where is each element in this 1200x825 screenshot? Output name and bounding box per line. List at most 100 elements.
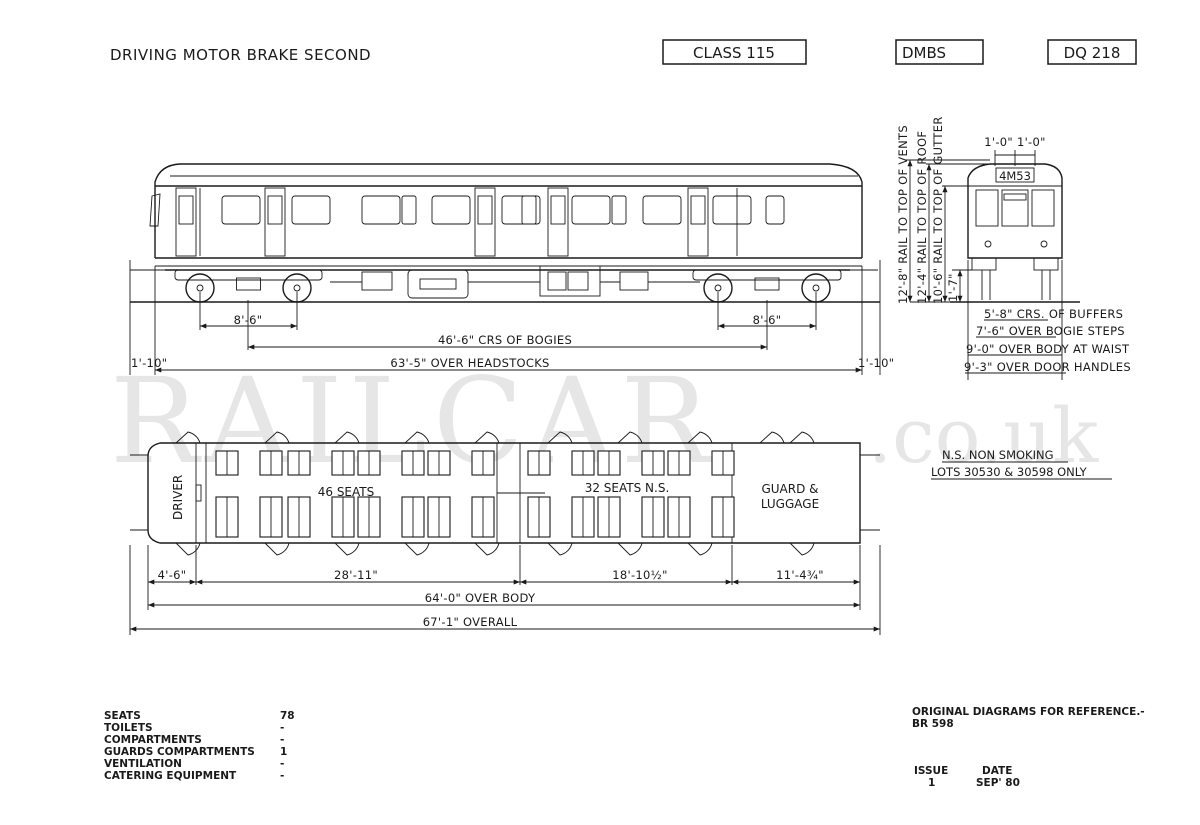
- side-window: [501, 195, 541, 225]
- type-code: DMBS: [902, 44, 946, 62]
- dim-guard: 11'-4¾": [776, 568, 824, 582]
- spec-label: SEATS: [104, 710, 141, 722]
- spec-label: COMPARTMENTS: [104, 734, 202, 746]
- door-swing: [474, 542, 500, 556]
- door-swing: [404, 431, 430, 444]
- side-door: [175, 187, 197, 257]
- door-swing: [334, 431, 360, 444]
- plan-outline: [147, 442, 861, 544]
- type-box: [895, 39, 984, 65]
- spec-value: -: [280, 758, 284, 770]
- door-swing: [687, 542, 713, 556]
- label-seats-main: 46 SEATS: [318, 485, 375, 499]
- side-door: [687, 187, 709, 257]
- dim-bogie-steps: 7'-6" OVER BOGIE STEPS: [976, 324, 1125, 338]
- side-window: [221, 195, 261, 225]
- class-label: CLASS 115: [693, 44, 775, 62]
- body-outline: [154, 163, 863, 258]
- door-swing: [474, 431, 500, 444]
- dim-height-vents: 12'-8" RAIL TO TOP OF VENTS: [896, 125, 910, 304]
- door-swings: [175, 431, 815, 556]
- dim-bogie-centres: 46'-6" CRS OF BOGIES: [438, 333, 572, 347]
- spec-value: 78: [280, 710, 295, 722]
- dim-height-gutter: 10'-6" RAIL TO TOP OF GUTTER: [931, 116, 945, 304]
- door-swing: [404, 542, 430, 556]
- spec-label: VENTILATION: [104, 758, 182, 770]
- spec-value: 1: [280, 746, 287, 758]
- dim-cab: 4'-6": [158, 568, 187, 582]
- side-window: [361, 195, 401, 225]
- door-swing: [264, 542, 290, 556]
- dim-height-roof: 12'-4" RAIL TO TOP OF ROOF: [915, 131, 929, 304]
- page-title: DRIVING MOTOR BRAKE SECOND: [110, 46, 371, 64]
- reference-line-1: ORIGINAL DIAGRAMS FOR REFERENCE.-: [912, 706, 1145, 718]
- door-swing: [617, 431, 643, 444]
- dim-body-waist: 9'-0" OVER BODY AT WAIST: [966, 342, 1130, 356]
- diagram-ref-box: [1047, 39, 1137, 65]
- cab-front-window: [149, 193, 161, 227]
- door-swing: [547, 542, 573, 556]
- date-value: SEP' 80: [976, 777, 1020, 789]
- dim-saloon-1: 28'-11": [334, 568, 378, 582]
- dim-door-handles: 9'-3" OVER DOOR HANDLES: [964, 360, 1131, 374]
- door-swing: [617, 542, 643, 556]
- side-door: [264, 187, 286, 257]
- seat-layout: [215, 450, 735, 538]
- bogies: [174, 269, 842, 303]
- door-swing: [789, 542, 815, 556]
- side-window: [571, 195, 611, 225]
- dim-over-body: 64'-0" OVER BODY: [425, 591, 536, 605]
- door-swing: [789, 431, 815, 444]
- spec-label: TOILETS: [104, 722, 153, 734]
- plan-view: DRIVER 46 SEATS 32 SEATS N.S. GUARD & LU…: [129, 431, 881, 635]
- dim-buffer-left: 1'-10": [131, 356, 167, 370]
- side-window: [712, 195, 752, 225]
- class-box: [662, 39, 807, 65]
- headcode: 4M53: [999, 169, 1031, 183]
- end-outline: [967, 163, 1063, 259]
- spec-label: CATERING EQUIPMENT: [104, 770, 237, 782]
- watermark-suffix: .co.uk: [868, 391, 1099, 480]
- label-luggage: LUGGAGE: [761, 497, 819, 511]
- label-guard: GUARD &: [761, 482, 818, 496]
- spec-value: -: [280, 770, 284, 782]
- reference-block: ORIGINAL DIAGRAMS FOR REFERENCE.- BR 598…: [912, 706, 1145, 789]
- dim-overall: 67'-1" OVERALL: [423, 615, 518, 629]
- reference-line-2: BR 598: [912, 718, 954, 730]
- dim-buffer-right: 1'-10": [858, 356, 894, 370]
- issue-label: ISSUE: [914, 765, 948, 777]
- dim-saloon-2: 18'-10½": [612, 568, 667, 582]
- label-seats-ns: 32 SEATS N.S.: [585, 481, 670, 495]
- door-swing: [759, 431, 785, 444]
- notes-block: N.S. NON SMOKING LOTS 30530 & 30598 ONLY: [931, 448, 1112, 480]
- door-swing: [334, 542, 360, 556]
- door-swing: [175, 542, 201, 556]
- title-block: DRIVING MOTOR BRAKE SECOND CLASS 115 DMB…: [110, 39, 1137, 65]
- door-swing: [264, 431, 290, 444]
- door-swing: [687, 431, 713, 444]
- door-swing: [175, 431, 201, 444]
- dim-buffers: 5'-8" CRS. OF BUFFERS: [984, 307, 1123, 321]
- bogie-frame: [692, 269, 842, 281]
- spec-label: GUARDS COMPARTMENTS: [104, 746, 255, 758]
- side-elevation: 8'-6" 8'-6" 46'-6" CRS OF BOGIES 63'-5" …: [129, 163, 894, 375]
- note-lots: LOTS 30530 & 30598 ONLY: [931, 465, 1088, 479]
- date-label: DATE: [982, 765, 1012, 777]
- side-window: [765, 195, 785, 225]
- issue-value: 1: [928, 777, 935, 789]
- label-driver: DRIVER: [171, 475, 185, 520]
- side-door: [547, 187, 569, 257]
- dim-top-vents: 1'-0" 1'-0": [984, 135, 1045, 149]
- side-window: [431, 195, 471, 225]
- spec-value: -: [280, 734, 284, 746]
- side-window: [291, 195, 331, 225]
- spec-value: -: [280, 722, 284, 734]
- side-window: [642, 195, 682, 225]
- side-windows: [175, 187, 785, 257]
- dim-height-small: 1'-7": [946, 273, 960, 302]
- bogie-frame: [174, 269, 323, 281]
- end-elevation: 4M53 1'-0" 1'-0" 12'-8" RAIL TO TOP OF V…: [896, 116, 1131, 380]
- side-door: [474, 187, 496, 257]
